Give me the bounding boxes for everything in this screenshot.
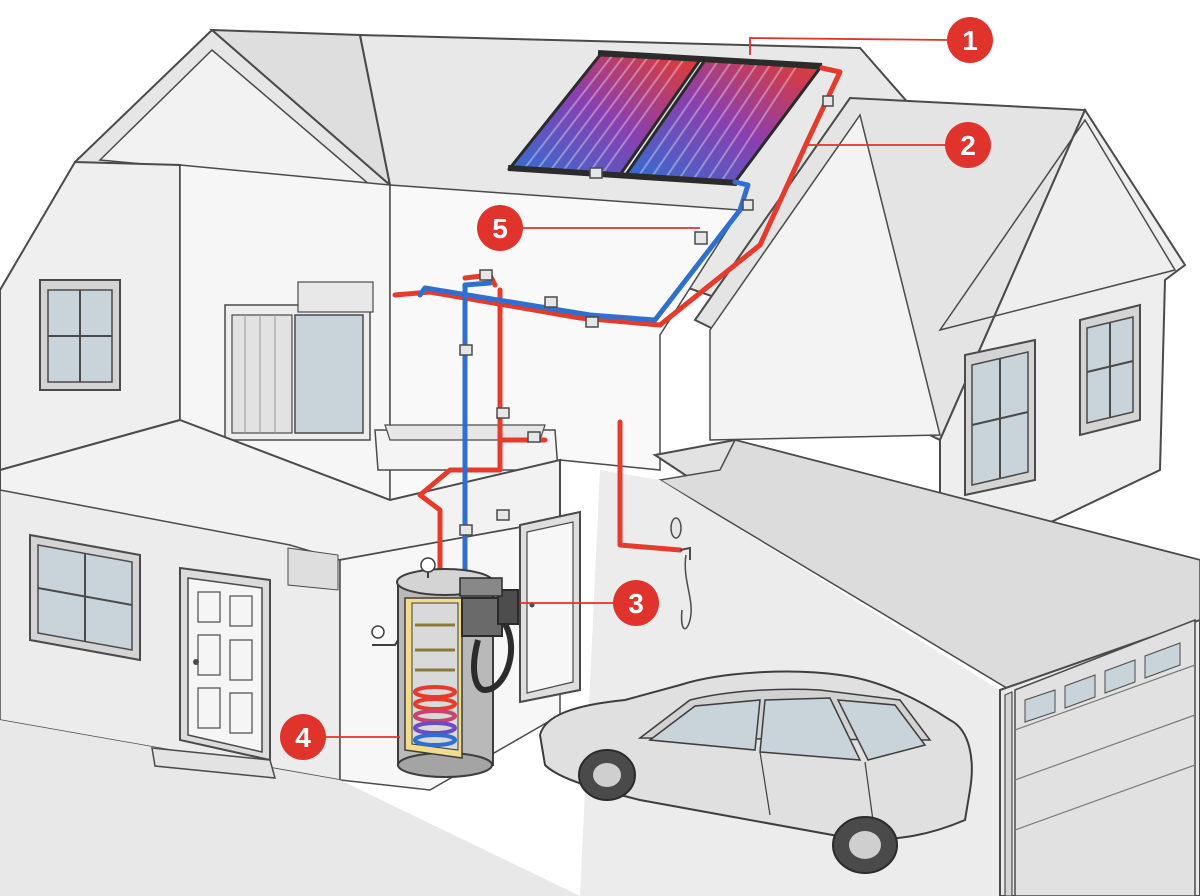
callout-badge-1: 1 bbox=[947, 17, 993, 63]
window bbox=[29, 533, 141, 662]
interior-window bbox=[224, 281, 374, 441]
callout-badge-4: 4 bbox=[280, 714, 326, 760]
callout-number-4: 4 bbox=[295, 722, 311, 753]
pump-station-icon bbox=[459, 577, 519, 694]
window bbox=[39, 279, 121, 391]
cold-pipe bbox=[417, 179, 751, 593]
car-icon bbox=[538, 670, 973, 874]
callout-number-1: 1 bbox=[962, 25, 978, 56]
shower-head-icon bbox=[670, 517, 692, 630]
window bbox=[964, 338, 1036, 497]
callout-leader-1 bbox=[749, 37, 949, 55]
callout-leaders bbox=[323, 37, 949, 738]
solar-panel-icon bbox=[507, 50, 823, 186]
garage-door bbox=[1014, 618, 1196, 896]
window bbox=[1079, 303, 1141, 437]
callout-badge-5: 5 bbox=[477, 205, 523, 251]
callout-badge-3: 3 bbox=[613, 580, 659, 626]
upper-left-gable bbox=[73, 28, 393, 197]
callout-number-5: 5 bbox=[492, 213, 508, 244]
callout-badge-2: 2 bbox=[945, 122, 991, 168]
callout-number-3: 3 bbox=[628, 588, 644, 619]
door bbox=[519, 510, 581, 704]
door bbox=[151, 566, 277, 779]
pipe-fitting bbox=[459, 95, 834, 536]
callout-number-2: 2 bbox=[960, 130, 976, 161]
